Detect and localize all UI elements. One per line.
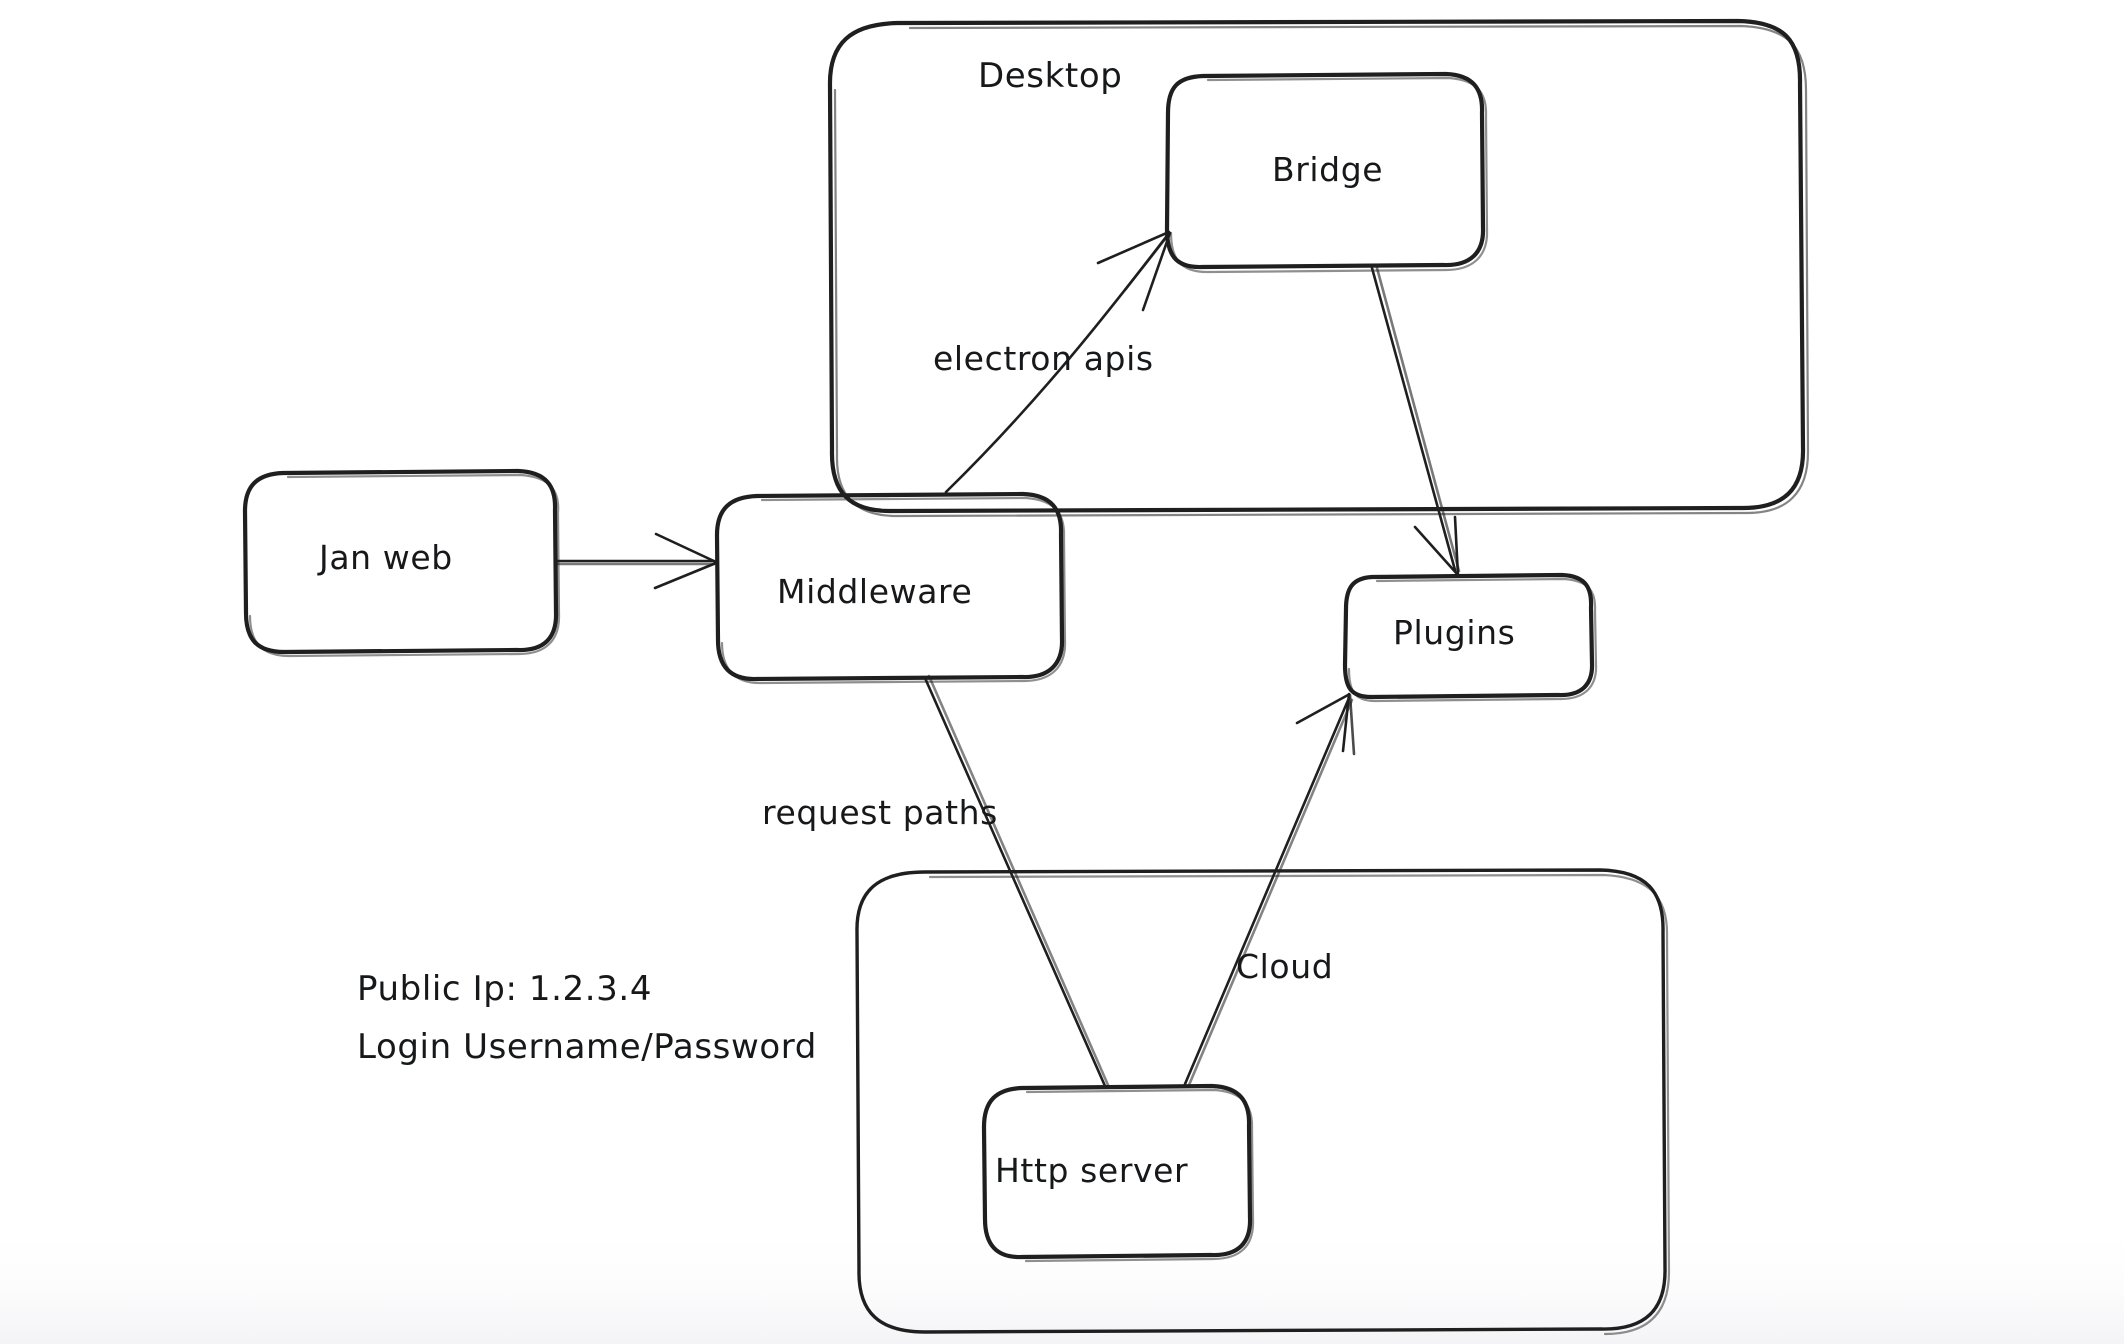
node-http-server[interactable] (981, 1083, 1255, 1263)
group-label-desktop: Desktop (978, 56, 1123, 96)
edge-label-request-paths: request paths (762, 793, 998, 832)
edge-label-cloud: Cloud (1236, 947, 1334, 986)
node-bridge[interactable] (1164, 71, 1489, 274)
node-label-bridge: Bridge (1272, 150, 1384, 189)
edge-middleware-to-http-server (923, 674, 1110, 1088)
node-label-http-server: Http server (995, 1151, 1189, 1190)
edge-bridge-to-plugins (1370, 266, 1461, 578)
node-jan-web[interactable] (242, 468, 561, 658)
node-label-jan-web: Jan web (319, 538, 453, 577)
edge-label-electron-apis: electron apis (933, 339, 1154, 378)
edge-jan-web-to-middleware (554, 532, 718, 590)
note-login-credentials: Login Username/Password (357, 1027, 817, 1067)
note-public-ip: Public Ip: 1.2.3.4 (357, 969, 653, 1009)
node-label-plugins: Plugins (1393, 613, 1516, 652)
node-plugins[interactable] (1342, 572, 1598, 703)
group-desktop[interactable] (827, 18, 1810, 518)
node-middleware[interactable] (714, 491, 1067, 685)
node-label-middleware: Middleware (777, 572, 973, 611)
edge-middleware-to-bridge (944, 230, 1172, 494)
edge-http-server-to-plugins (1183, 692, 1356, 1087)
group-cloud[interactable] (855, 868, 1671, 1336)
